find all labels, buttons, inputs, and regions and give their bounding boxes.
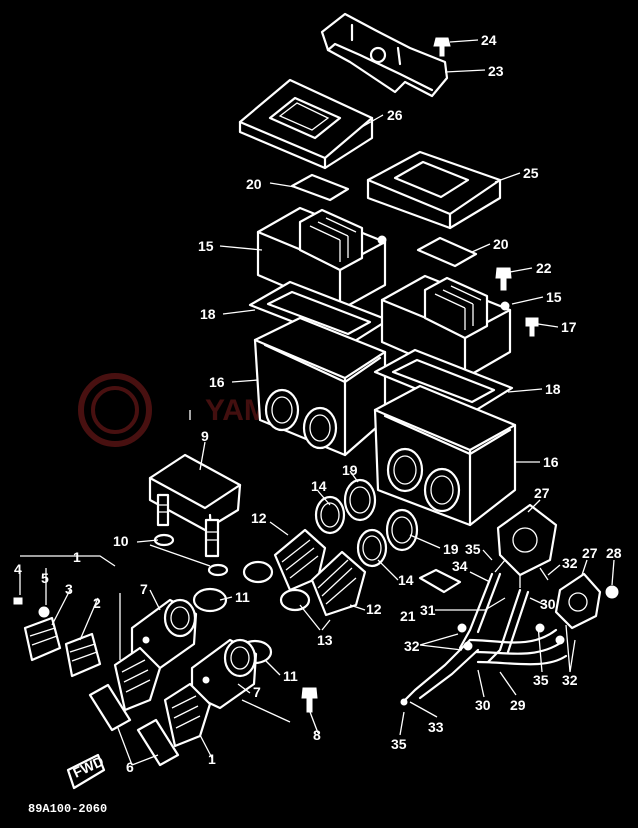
label-22: 22 [536, 260, 552, 276]
label-17: 17 [561, 319, 577, 335]
label-33: 33 [428, 719, 444, 735]
gaskets-6 [88, 683, 180, 767]
label-2: 2 [93, 595, 101, 611]
bolt-8 [301, 687, 318, 713]
label-9: 9 [201, 428, 209, 444]
label-35-right: 35 [533, 672, 549, 688]
label-20-right: 20 [493, 236, 509, 252]
screws-4-5 [13, 597, 50, 618]
boot-12-upper [273, 528, 327, 592]
pad-21 [418, 568, 462, 594]
label-11-lower: 11 [283, 668, 298, 684]
lid-15-left [256, 206, 387, 312]
label-21: 21 [400, 608, 416, 624]
plates-2-3 [23, 616, 102, 678]
box-16-left [253, 316, 387, 457]
label-12-lower: 12 [366, 601, 382, 617]
label-27-right: 27 [582, 545, 598, 561]
label-6: 6 [126, 759, 134, 775]
label-32-upper: 32 [562, 555, 578, 571]
label-15-right: 15 [546, 289, 562, 305]
fwd-arrow: FWD [66, 753, 106, 790]
bracket-23 [320, 12, 449, 98]
pad-25 [366, 150, 502, 230]
label-7-lower: 7 [253, 684, 261, 700]
label-11-upper: 11 [235, 589, 250, 605]
label-16-left: 16 [209, 374, 225, 390]
manifold-7-upper [130, 598, 198, 670]
label-7-upper: 7 [140, 581, 148, 597]
label-34: 34 [452, 558, 468, 574]
label-19-lower: 19 [443, 541, 459, 557]
label-18-left: 18 [200, 306, 216, 322]
label-1-bottom: 1 [208, 751, 216, 767]
pump-27 [494, 503, 558, 588]
clamps-13 [242, 560, 311, 612]
label-35-upper: 35 [465, 541, 481, 557]
label-26: 26 [387, 107, 403, 123]
label-28: 28 [606, 545, 622, 561]
label-31: 31 [420, 602, 436, 618]
label-20-left: 20 [246, 176, 262, 192]
label-10: 10 [113, 533, 129, 549]
label-18-right: 18 [545, 381, 561, 397]
label-15-left: 15 [198, 238, 214, 254]
label-14-upper: 14 [311, 478, 327, 494]
diagram-code: 89A100-2060 [28, 802, 107, 816]
bolt-24 [433, 37, 451, 57]
rings-14-19 [314, 478, 419, 568]
label-24: 24 [481, 32, 497, 48]
label-35-lower: 35 [391, 736, 407, 752]
pipe-9 [148, 453, 242, 558]
label-29: 29 [510, 697, 526, 713]
pad-26 [238, 78, 374, 170]
label-27-upper: 27 [534, 485, 550, 501]
label-25: 25 [523, 165, 539, 181]
label-23: 23 [488, 63, 504, 79]
leader-lines [19, 39, 615, 766]
screw-17 [525, 317, 539, 337]
reed-valve-1-upper [113, 646, 162, 712]
label-16-right: 16 [543, 454, 559, 470]
bolt-22 [495, 267, 512, 291]
label-13: 13 [317, 632, 333, 648]
label-32-right: 32 [562, 672, 578, 688]
label-1-top: 1 [73, 549, 81, 565]
label-32-left: 32 [404, 638, 420, 654]
hoses [400, 572, 568, 706]
part-labels: 24 23 26 20 25 15 20 22 15 18 17 16 18 1… [14, 32, 622, 775]
label-30-right: 30 [540, 596, 556, 612]
label-30-lower: 30 [475, 697, 491, 713]
label-19-upper: 19 [342, 462, 358, 478]
label-8: 8 [313, 727, 321, 743]
label-5: 5 [41, 570, 49, 586]
pump-27-right [554, 572, 619, 630]
boot-12-lower [310, 550, 367, 617]
gasket-20-left [290, 173, 350, 202]
label-14-lower: 14 [398, 572, 414, 588]
label-3: 3 [65, 581, 73, 597]
box-16-right [373, 384, 517, 527]
reed-valve-1-lower [163, 682, 212, 748]
label-4: 4 [14, 561, 22, 577]
label-12-upper: 12 [251, 510, 267, 526]
manifold-7-lower [190, 638, 258, 710]
gasket-20-right [416, 236, 478, 268]
